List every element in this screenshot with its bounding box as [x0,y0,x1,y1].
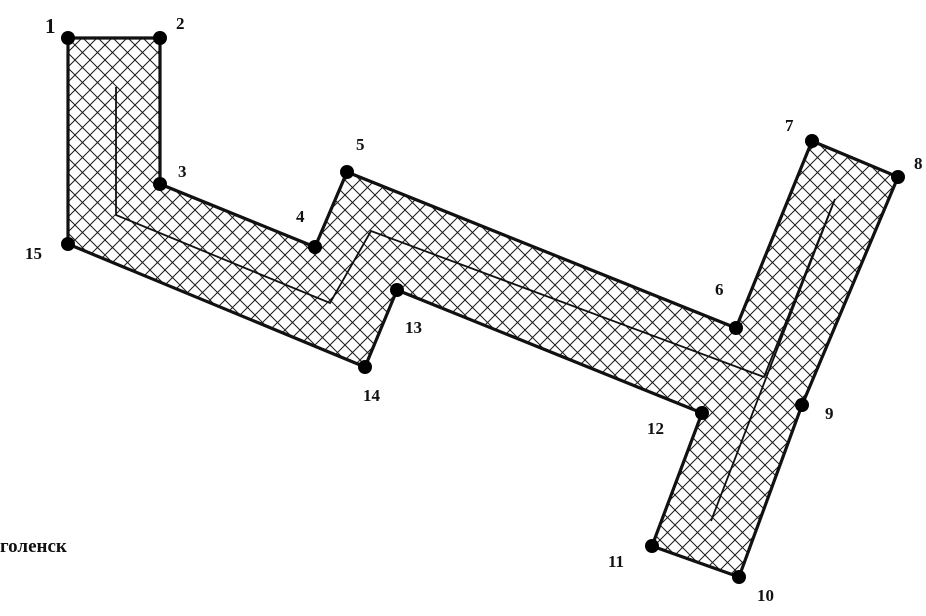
vertex-dot-6 [729,321,743,335]
vertex-label-12: 12 [647,419,664,438]
center-axis-line [115,87,836,522]
map-caption: голенск [0,536,67,557]
vertex-dot-15 [61,237,75,251]
vertex-dot-9 [795,398,809,412]
vertex-dot-12 [695,406,709,420]
vertex-dot-1 [61,31,75,45]
vertex-label-3: 3 [178,162,187,181]
vertex-label-15: 15 [25,244,42,263]
vertex-label-6: 6 [715,280,724,299]
vertex-dot-4 [308,240,322,254]
vertex-dot-10 [732,570,746,584]
vertex-labels: 1 2 3 4 5 6 7 8 9 10 11 12 13 14 15 [25,14,923,605]
vertex-dot-7 [805,134,819,148]
vertex-dot-14 [358,360,372,374]
vertex-label-10: 10 [757,586,774,605]
vertex-label-11: 11 [608,552,624,571]
vertex-dot-5 [340,165,354,179]
vertex-dot-11 [645,539,659,553]
vertex-dot-2 [153,31,167,45]
vertex-label-1: 1 [45,14,56,38]
vertex-markers [61,31,905,584]
vertex-dot-13 [390,283,404,297]
vertex-label-9: 9 [825,404,834,423]
vertex-label-8: 8 [914,154,923,173]
vertex-label-2: 2 [176,14,185,33]
vertex-label-13: 13 [405,318,422,337]
hatched-polygon-zone [66,36,901,580]
vertex-label-4: 4 [296,207,305,226]
vertex-label-5: 5 [356,135,365,154]
vertex-dot-8 [891,170,905,184]
vertex-label-7: 7 [785,116,794,135]
vertex-dot-3 [153,177,167,191]
vertex-label-14: 14 [363,386,381,405]
